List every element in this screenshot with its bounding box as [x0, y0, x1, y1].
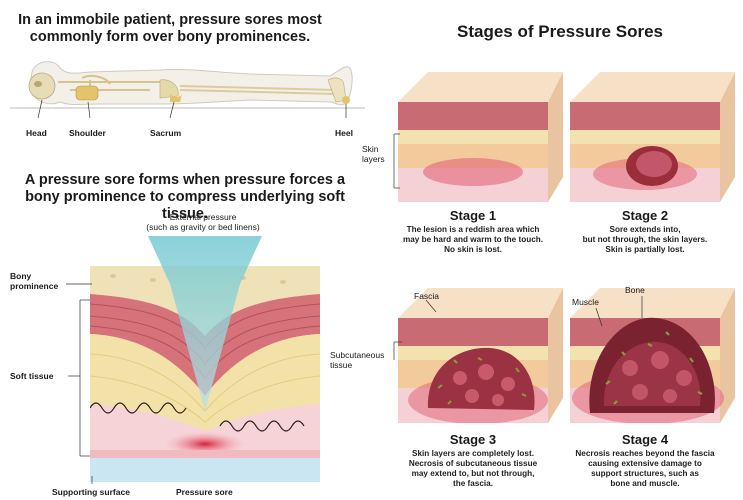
label-bone: Bone: [625, 285, 645, 295]
top-heading-line1: In an immobile patient, pressure sores m…: [18, 12, 322, 28]
label-subcutaneous-tissue: Subcutaneous tissue: [330, 350, 384, 370]
label-skin-line1: Skin: [362, 144, 379, 154]
stage-2-title: Stage 2: [621, 208, 669, 223]
label-bony-prominence: Bony prominence: [10, 271, 58, 291]
stage-4-line1: Necrosis reaches beyond the fascia: [575, 449, 715, 458]
stage-1-illustration: [398, 72, 563, 202]
label-heel: Heel: [335, 128, 353, 138]
stage-3-line3: may extend to, but not through,: [411, 469, 535, 478]
top-heading-line2: commonly form over bony prominences.: [29, 29, 311, 45]
label-bony-line1: Bony: [10, 271, 32, 281]
stage-label-pointers: [393, 133, 643, 360]
stage-2-line2: but not through, the skin layers.: [582, 235, 708, 244]
external-pressure-line1: External pressure: [169, 212, 237, 222]
stage-3-line2: Necrosis of subcutaneous tissue: [408, 459, 538, 468]
mid-heading-line1: A pressure sore forms when pressure forc…: [24, 172, 346, 188]
stage-2-text: Stage 2 Sore extends into, but not throu…: [570, 208, 720, 255]
stage-4-illustration: [570, 288, 735, 423]
stage-4-title: Stage 4: [621, 432, 669, 447]
label-skin-layers: Skin layers: [362, 144, 385, 164]
top-heading: In an immobile patient, pressure sores m…: [10, 12, 330, 46]
external-pressure-line2: (such as gravity or bed linens): [146, 222, 260, 232]
stage-1-line1: The lesion is a reddish area which: [406, 225, 540, 234]
stage-3-title: Stage 3: [449, 432, 497, 447]
stages-heading: Stages of Pressure Sores: [457, 22, 663, 41]
stage-3-illustration: [398, 288, 563, 423]
reclining-body-illustration: [10, 61, 365, 119]
stage-1-line3: No skin is lost.: [444, 245, 502, 254]
tissue-cross-section: [90, 236, 320, 482]
mid-heading-line2: bony prominence to compress underlying s…: [25, 189, 345, 222]
mid-heading: A pressure sore forms when pressure forc…: [5, 172, 365, 223]
label-fascia: Fascia: [414, 291, 440, 301]
stage-4-line3: support structures, such as: [591, 469, 699, 478]
stage-3-line1: Skin layers are completely lost.: [412, 449, 534, 458]
stage-3-line4: the fascia.: [452, 479, 494, 488]
label-soft-tissue: Soft tissue: [10, 371, 54, 381]
stage-2-line1: Sore extends into,: [609, 225, 681, 234]
stage-1-text: Stage 1 The lesion is a reddish area whi…: [398, 208, 548, 255]
external-pressure-caption: External pressure (such as gravity or be…: [128, 212, 278, 232]
label-sacrum: Sacrum: [150, 128, 182, 138]
label-supporting-surface: Supporting surface: [52, 487, 130, 497]
label-shoulder: Shoulder: [69, 128, 106, 138]
label-subcut-line1: Subcutaneous: [330, 350, 385, 360]
stage-4-line2: causing extensive damage to: [588, 459, 702, 468]
stage-1-title: Stage 1: [449, 208, 497, 223]
label-muscle: Muscle: [572, 297, 599, 307]
label-subcut-line2: tissue: [330, 360, 353, 370]
cross-section-pointers: [66, 283, 93, 484]
label-head: Head: [26, 128, 47, 138]
stage-4-text: Stage 4 Necrosis reaches beyond the fasc…: [570, 432, 720, 489]
label-pressure-sore: Pressure sore: [176, 487, 233, 497]
stage-3-text: Stage 3 Skin layers are completely lost.…: [398, 432, 548, 489]
stage-4-line4: bone and muscle.: [610, 479, 680, 488]
stage-2-line3: Skin is partially lost.: [605, 245, 685, 254]
stage-1-line2: may be hard and warm to the touch.: [402, 235, 544, 244]
label-skin-line2: layers: [362, 154, 385, 164]
label-bony-line2: prominence: [10, 281, 59, 291]
stage-2-illustration: [570, 72, 735, 202]
